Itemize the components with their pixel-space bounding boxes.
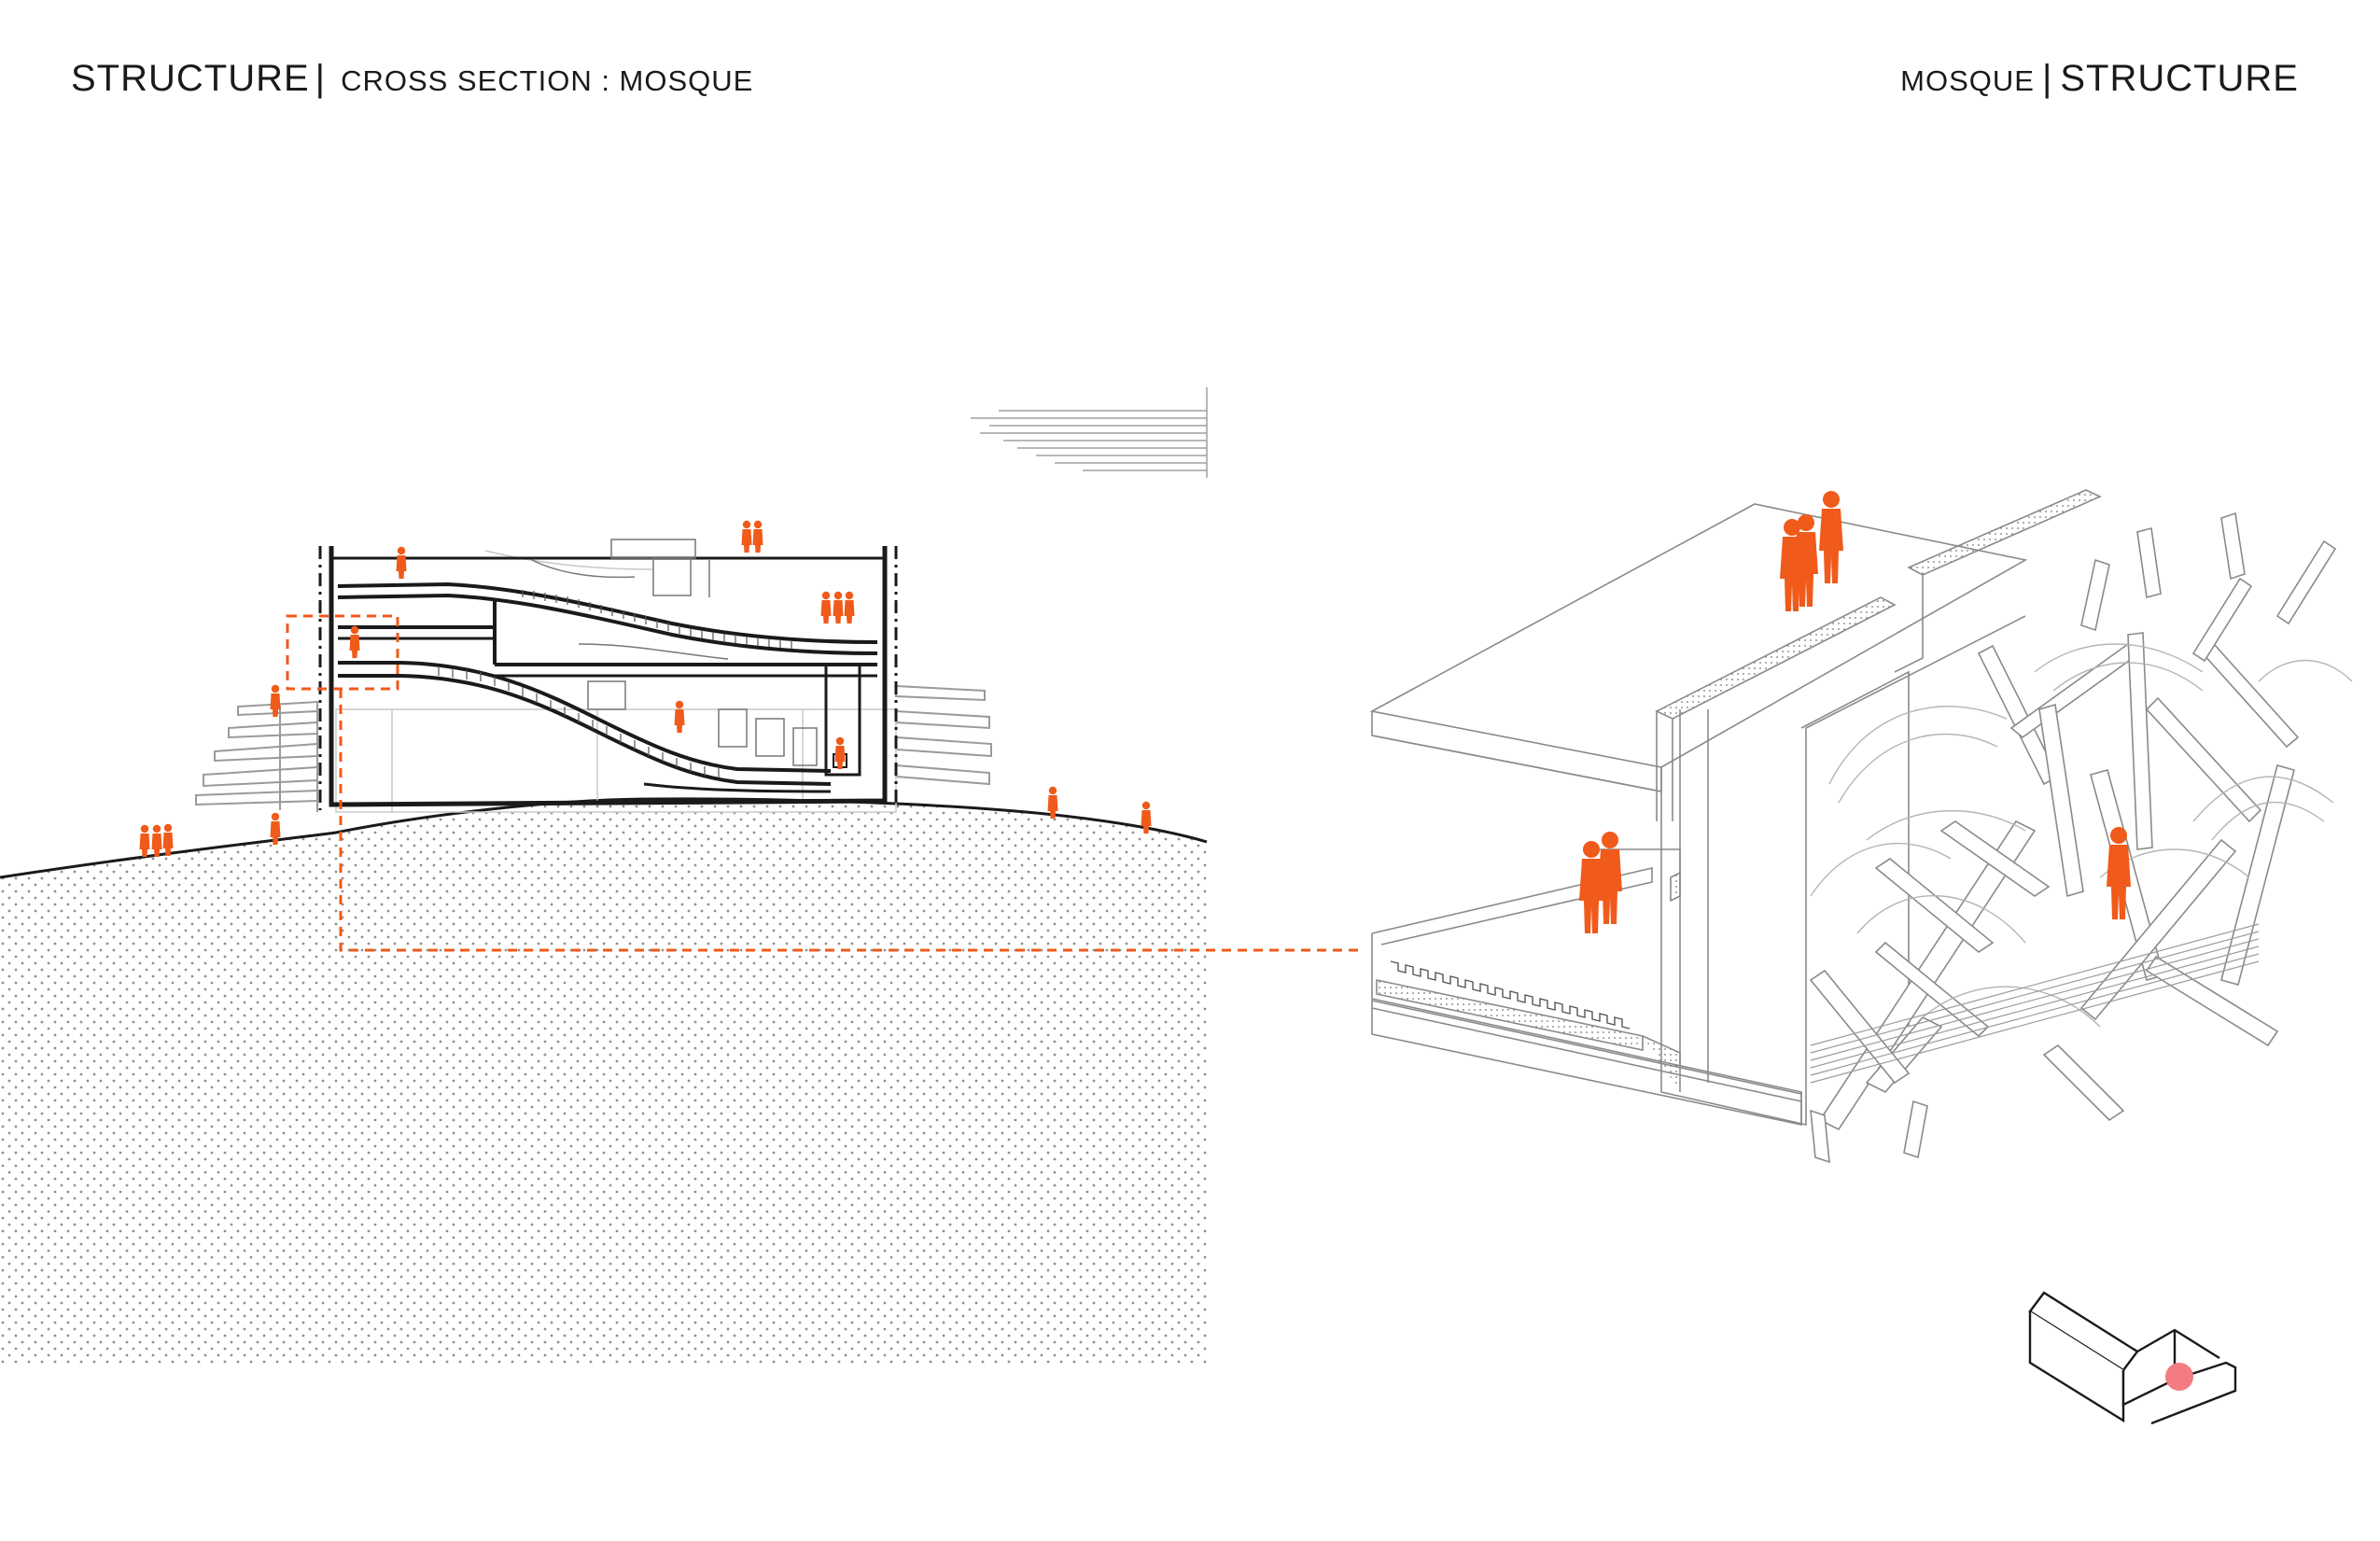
- sky-hatching: [971, 387, 1208, 478]
- axonometric-detail: [1369, 489, 2102, 1127]
- detail-callout: [286, 614, 1363, 952]
- key-plan-icon: [2028, 1291, 2237, 1425]
- header-left-separator: |: [315, 58, 327, 99]
- header-right: MOSQUE|STRUCTURE: [1900, 58, 2299, 100]
- left-wing-slats: [195, 700, 318, 812]
- header-right-sub: MOSQUE: [1900, 64, 2035, 97]
- right-wing-slats: [895, 684, 992, 786]
- ground-mass: [0, 798, 1207, 1366]
- lattice-structure: [1809, 511, 2337, 1164]
- header-left-sub: CROSS SECTION : MOSQUE: [341, 64, 754, 97]
- header-left-main: STRUCTURE: [71, 58, 310, 99]
- header-right-main: STRUCTURE: [2060, 58, 2299, 99]
- header-left: STRUCTURE| CROSS SECTION : MOSQUE: [71, 58, 753, 100]
- building-section: [329, 546, 888, 807]
- ground-line: [0, 797, 1208, 879]
- cross-section: [0, 387, 1208, 1366]
- header-right-separator: |: [2041, 58, 2053, 99]
